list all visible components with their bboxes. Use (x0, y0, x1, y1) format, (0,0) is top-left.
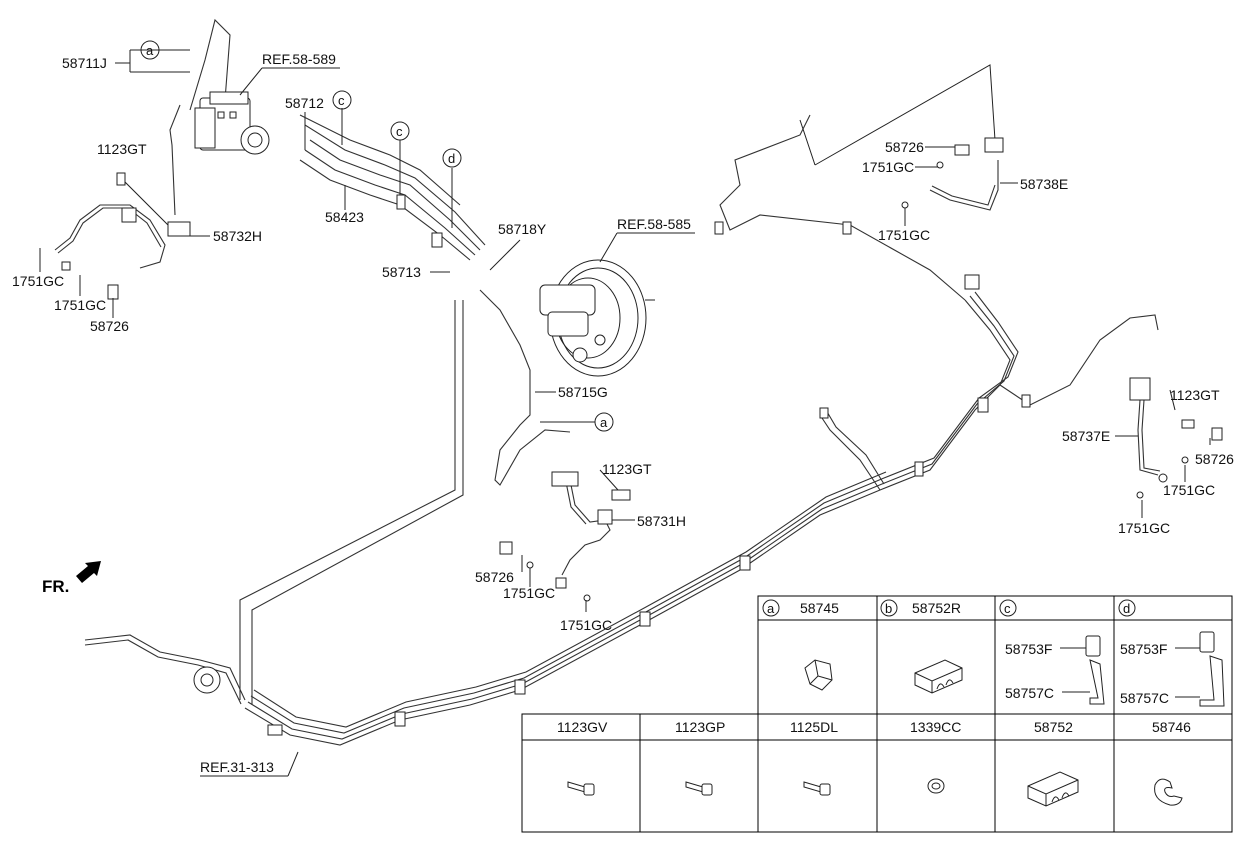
leader-lines (39, 49, 1211, 777)
legend-c-58757C: 58757C (1005, 685, 1054, 701)
rear-left-hose (901, 137, 1004, 211)
legend-letter-c: c (1004, 601, 1011, 616)
rear-right-hose (1129, 377, 1223, 499)
label-58726-a: 58726 (90, 318, 129, 334)
label-1123GT-a: 1123GT (97, 141, 147, 157)
label-58423: 58423 (325, 209, 364, 225)
label-1123GT-c: 1123GT (1170, 387, 1220, 403)
legend-part-c-clip (1060, 635, 1105, 705)
callout-c-1: c (338, 93, 345, 108)
legend-part-58752R (914, 659, 963, 694)
legend-nut-1339CC (927, 778, 945, 794)
legend-table: a 58745 b 58752R c 58753F 58757C d 58753… (521, 595, 1233, 833)
callout-d-1: d (448, 151, 455, 166)
label-58718Y: 58718Y (498, 221, 547, 237)
abs-module (194, 91, 270, 155)
legend-code-1339CC: 1339CC (910, 719, 961, 735)
legend-d-58757C: 58757C (1120, 690, 1169, 706)
legend-d-58753F: 58753F (1120, 641, 1167, 657)
label-1751GC-g: 1751GC (1163, 482, 1215, 498)
front-arrow-icon (76, 561, 101, 583)
legend-letter-d: d (1123, 601, 1130, 616)
label-1751GC-e: 1751GC (862, 159, 914, 175)
label-58726-d: 58726 (1195, 451, 1234, 467)
label-58713: 58713 (382, 264, 421, 280)
legend-part-58746 (1154, 778, 1183, 806)
label-58737E: 58737E (1062, 428, 1110, 444)
label-58711J: 58711J (62, 55, 107, 71)
callout-a-2: a (600, 415, 608, 430)
legend-part-58752 (1027, 771, 1079, 807)
legend-part-d-clip (1175, 631, 1225, 707)
label-1751GC-f: 1751GC (878, 227, 930, 243)
label-1123GT-b: 1123GT (602, 461, 652, 477)
label-ref-58-589: REF.58-589 (262, 51, 336, 67)
legend-code-1125DL: 1125DL (790, 719, 838, 735)
main-brake-lines (84, 18, 1159, 746)
callout-a-1: a (146, 43, 154, 58)
legend-code-1123GV: 1123GV (557, 719, 608, 735)
front-direction: FR. (42, 561, 101, 596)
label-1751GC-b: 1751GC (54, 297, 106, 313)
legend-c-58753F: 58753F (1005, 641, 1052, 657)
brake-booster (539, 259, 655, 377)
front-label: FR. (42, 577, 69, 596)
label-58738E: 58738E (1020, 176, 1068, 192)
legend-bolt-1123GP (685, 781, 713, 796)
legend-letter-b: b (885, 601, 892, 616)
label-58726-c: 58726 (885, 139, 924, 155)
legend-code-58745: 58745 (800, 600, 839, 616)
legend-part-58745 (804, 659, 833, 691)
legend-code-58752R: 58752R (912, 600, 961, 616)
line-clips (193, 194, 1031, 736)
legend-code-1123GP: 1123GP (675, 719, 725, 735)
label-58715G: 58715G (558, 384, 608, 400)
legend-letter-a: a (767, 601, 775, 616)
label-1751GC-d: 1751GC (560, 617, 612, 633)
callout-circles: a c c d a (140, 40, 614, 432)
label-58712: 58712 (285, 95, 324, 111)
part-labels: 58711J REF.58-589 58712 1123GT 58423 587… (12, 51, 1234, 775)
label-58732H: 58732H (213, 228, 262, 244)
label-1751GC-h: 1751GC (1118, 520, 1170, 536)
label-58726-b: 58726 (475, 569, 514, 585)
legend-bolt-1123GV (567, 781, 595, 796)
callout-c-2: c (396, 124, 403, 139)
legend-code-58746: 58746 (1152, 719, 1191, 735)
legend-code-58752: 58752 (1034, 719, 1073, 735)
label-1751GC-a: 1751GC (12, 273, 64, 289)
label-58731H: 58731H (637, 513, 686, 529)
front-right-hose (499, 471, 631, 602)
label-ref-31-313: REF.31-313 (200, 759, 274, 775)
legend-bolt-1125DL (803, 781, 831, 796)
label-1751GC-c: 1751GC (503, 585, 555, 601)
label-ref-58-585: REF.58-585 (617, 216, 691, 232)
front-left-hose (54, 172, 191, 300)
